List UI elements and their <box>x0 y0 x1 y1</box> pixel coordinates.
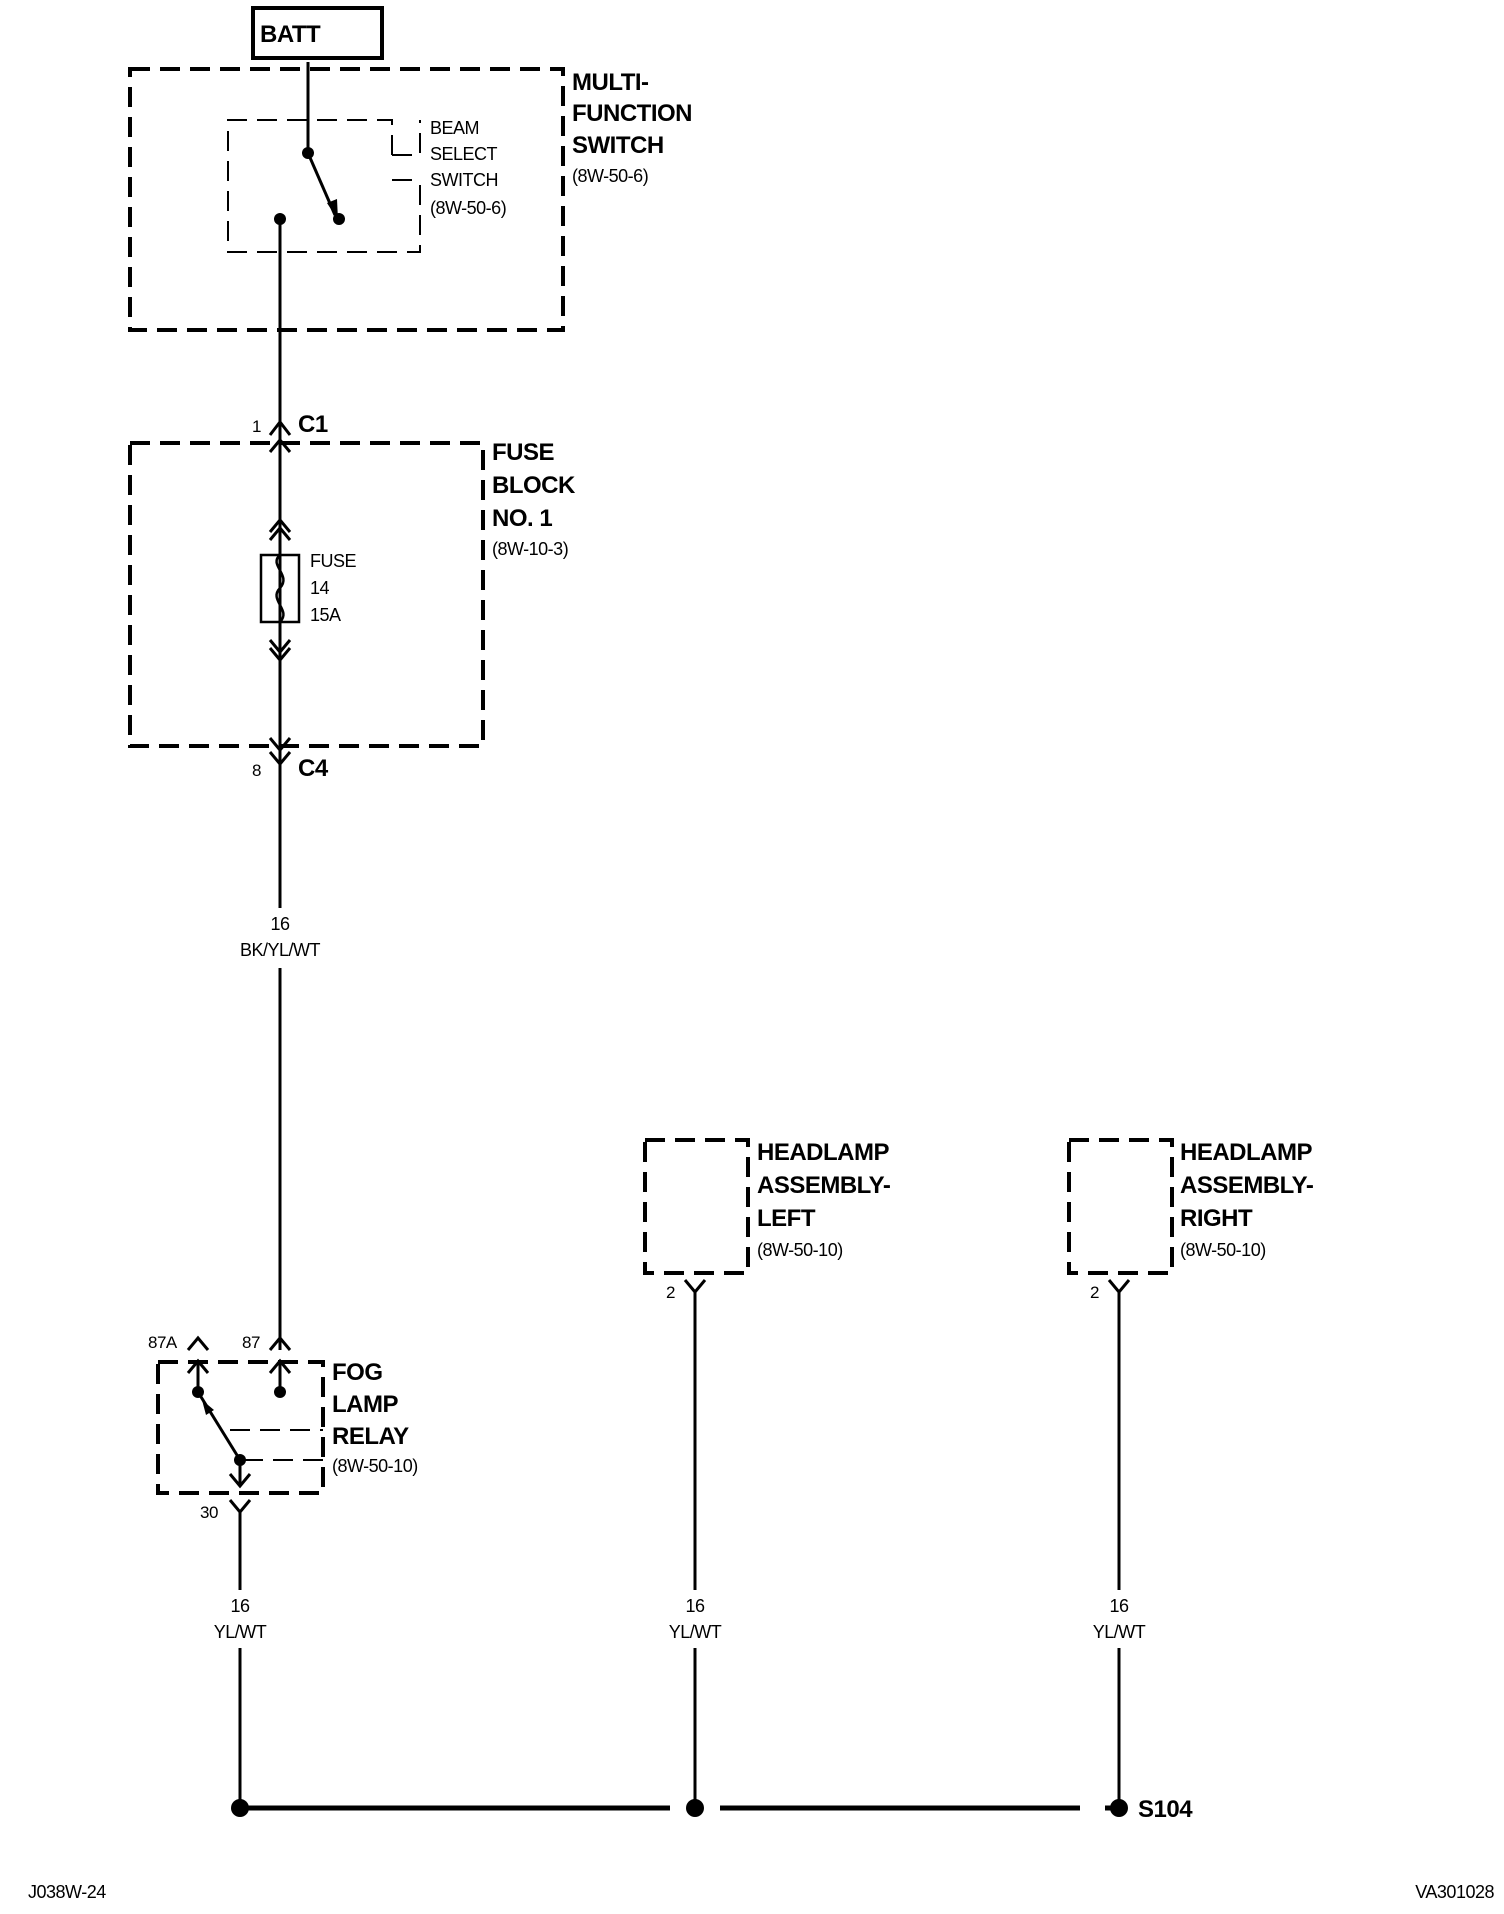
relay-label-3: RELAY <box>332 1423 409 1450</box>
relay-label-1: FOG <box>332 1359 383 1386</box>
batt-terminal: BATT <box>251 6 384 60</box>
headlamp-left-pin: 2 <box>666 1283 675 1302</box>
headlamp-right-pin: 2 <box>1090 1283 1099 1302</box>
bss-label-2: SELECT <box>430 144 498 164</box>
c1-pin: 1 <box>252 417 261 436</box>
fuse-label-1: FUSE <box>310 551 357 571</box>
headlamp-right-label-2: ASSEMBLY- <box>1180 1172 1314 1199</box>
wire-main-color: BK/YL/WT <box>240 940 321 960</box>
splice-label: S104 <box>1138 1796 1193 1823</box>
fuse-block-ref: (8W-10-3) <box>492 539 568 559</box>
wire-right-gauge: 16 <box>1109 1596 1129 1616</box>
footer-right: VA301028 <box>1415 1882 1494 1902</box>
wire-main-label: 16 BK/YL/WT <box>240 914 321 960</box>
mfs-label-1: MULTI- <box>572 69 649 96</box>
bss-ref: (8W-50-6) <box>430 198 506 218</box>
footer-left: J038W-24 <box>28 1882 106 1902</box>
relay-label-2: LAMP <box>332 1391 398 1418</box>
multifunction-switch: MULTI- FUNCTION SWITCH (8W-50-6) <box>128 67 692 332</box>
bss-label-1: BEAM <box>430 118 479 138</box>
splice-dot-left <box>686 1799 704 1817</box>
splice-dot-relay <box>231 1799 249 1817</box>
fuse-block-label-1: FUSE <box>492 439 555 466</box>
mfs-label-2: FUNCTION <box>572 100 692 127</box>
relay-87-label: 87 <box>242 1333 260 1352</box>
headlamp-right-ref: (8W-50-10) <box>1180 1240 1266 1260</box>
beam-select-switch: BEAM SELECT SWITCH (8W-50-6) <box>227 62 507 253</box>
wire-left-gauge: 16 <box>685 1596 705 1616</box>
headlamp-assembly-right: 2 HEADLAMP ASSEMBLY- RIGHT (8W-50-10) <box>1067 1138 1314 1302</box>
headlamp-left-label-2: ASSEMBLY- <box>757 1172 891 1199</box>
wire-main-gauge: 16 <box>270 914 290 934</box>
relay-ref: (8W-50-10) <box>332 1456 418 1476</box>
mfs-label-3: SWITCH <box>572 132 664 159</box>
splice-s104: S104 <box>231 1796 1194 1823</box>
bss-label-3: SWITCH <box>430 170 498 190</box>
fuse-label-3: 15A <box>310 605 341 625</box>
wire-relay-gauge: 16 <box>230 1596 250 1616</box>
connector-c1: 1 C1 <box>252 411 328 438</box>
headlamp-left-ref: (8W-50-10) <box>757 1240 843 1260</box>
headlamp-right-label-1: HEADLAMP <box>1180 1139 1312 1166</box>
fuse-block-label-3: NO. 1 <box>492 505 552 532</box>
fuse-block: FUSE 14 15A FUSE BLOCK NO. 1 (8W-10-3) <box>128 437 576 753</box>
mfs-ref: (8W-50-6) <box>572 166 648 186</box>
relay-87a-label: 87A <box>148 1333 178 1352</box>
fuse-label-2: 14 <box>310 578 330 598</box>
headlamp-left-label-1: HEADLAMP <box>757 1139 889 1166</box>
headlamp-right-label-3: RIGHT <box>1180 1205 1253 1232</box>
headlamp-assembly-left: 2 HEADLAMP ASSEMBLY- LEFT (8W-50-10) <box>643 1138 891 1302</box>
c4-pin: 8 <box>252 761 261 780</box>
batt-label: BATT <box>260 21 321 48</box>
c1-name: C1 <box>298 411 328 438</box>
wire-right-color: YL/WT <box>1093 1622 1146 1642</box>
connector-c4: 8 C4 <box>252 751 329 782</box>
wire-left-color: YL/WT <box>669 1622 722 1642</box>
relay-30-label: 30 <box>200 1503 218 1522</box>
fuse-block-label-2: BLOCK <box>492 472 576 499</box>
splice-dot-right <box>1110 1799 1128 1817</box>
connector-relay-30: 30 <box>200 1499 252 1522</box>
headlamp-left-label-3: LEFT <box>757 1205 816 1232</box>
c4-name: C4 <box>298 755 329 782</box>
fog-lamp-relay: 87A 87 FOG LAMP RELAY (8W-50-10) <box>148 1333 418 1495</box>
wire-relay-color: YL/WT <box>214 1622 267 1642</box>
